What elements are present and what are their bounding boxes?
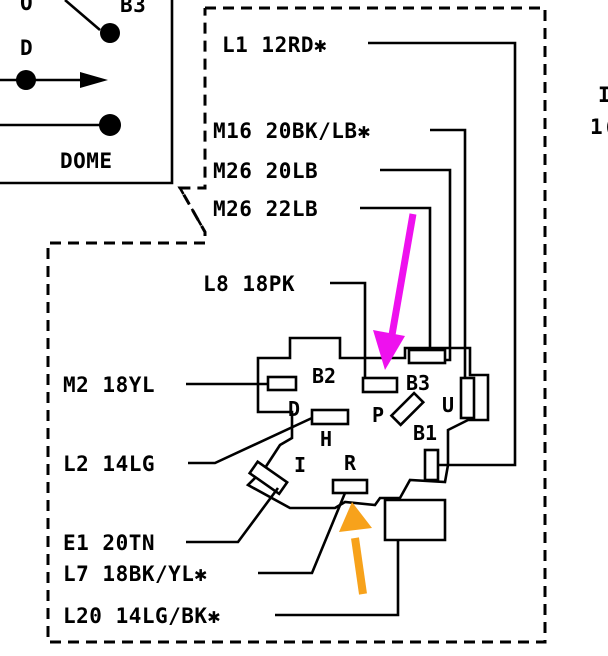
pad-b3 [407,348,447,365]
wire-m26b [360,206,432,350]
pad-m2 [266,375,298,392]
label-m2: M2 18YL [63,373,155,397]
boundary-diagonal [178,187,207,233]
pin-h-label: H [320,427,332,451]
edge-text-b: 1( [590,115,608,139]
pad-r [331,478,369,495]
legend-arrow-icon [80,72,108,88]
pin-p-label: P [372,403,384,427]
legend-letter-o: O [20,0,33,15]
wire-labels: L1 12RD✱ M16 20BK/LB✱ M26 20LB M26 22LB … [63,33,371,628]
wire-l7 [258,492,347,575]
pin-d-label: D [288,397,300,421]
legend-d-label: D [20,36,33,60]
legend-b3-terminal [100,23,120,43]
legend-dome-label: DOME [60,149,113,173]
pad-b2 [361,376,399,394]
label-l8: L8 18PK [203,272,295,296]
pin-r-label: R [344,451,357,475]
pin-b2-label: B2 [312,364,336,388]
legend-dome-terminal [99,114,121,136]
legend-b3-label: B3 [120,0,146,17]
pad-i [247,459,289,496]
label-l2: L2 14LG [63,452,155,476]
pin-u-label: U [442,393,454,417]
legend-switch-arm [64,0,101,31]
label-m16: M16 20BK/LB✱ [213,119,371,143]
wire-l1 [368,41,517,467]
wire-m16 [430,128,467,378]
wire-m26a [380,168,452,362]
label-l1: L1 12RD✱ [222,33,327,57]
label-l20: L20 14LG/BK✱ [63,604,221,628]
pad-b1 [423,448,440,482]
component-boundary [46,6,547,644]
wire-e1 [186,487,280,544]
switch-legend: O B3 D DOME [0,0,174,185]
edge-text-a: I [598,83,608,107]
pin-b3-label: B3 [406,371,430,395]
switch-body: B2 B3 D H P U B1 I R [245,336,490,542]
pad-h [310,408,350,426]
label-e1: E1 20TN [63,531,155,555]
label-l7: L7 18BK/YL✱ [63,562,208,586]
wire-l2 [188,416,313,465]
label-m26a: M26 20LB [213,159,318,183]
wire-runs [186,41,517,617]
pad-u [459,376,476,420]
pin-b1-label: B1 [413,421,437,445]
wire-l8 [330,281,367,378]
orange-arrow-icon [339,502,372,595]
magenta-arrow-icon [373,213,417,370]
housing-lower-tab [383,498,447,542]
pin-i-label: I [294,453,306,477]
wire-l20 [275,540,400,617]
label-m26b: M26 22LB [213,197,318,221]
legend-frame [0,0,174,185]
legend-d-terminal [16,70,36,90]
pad-p [389,391,426,427]
